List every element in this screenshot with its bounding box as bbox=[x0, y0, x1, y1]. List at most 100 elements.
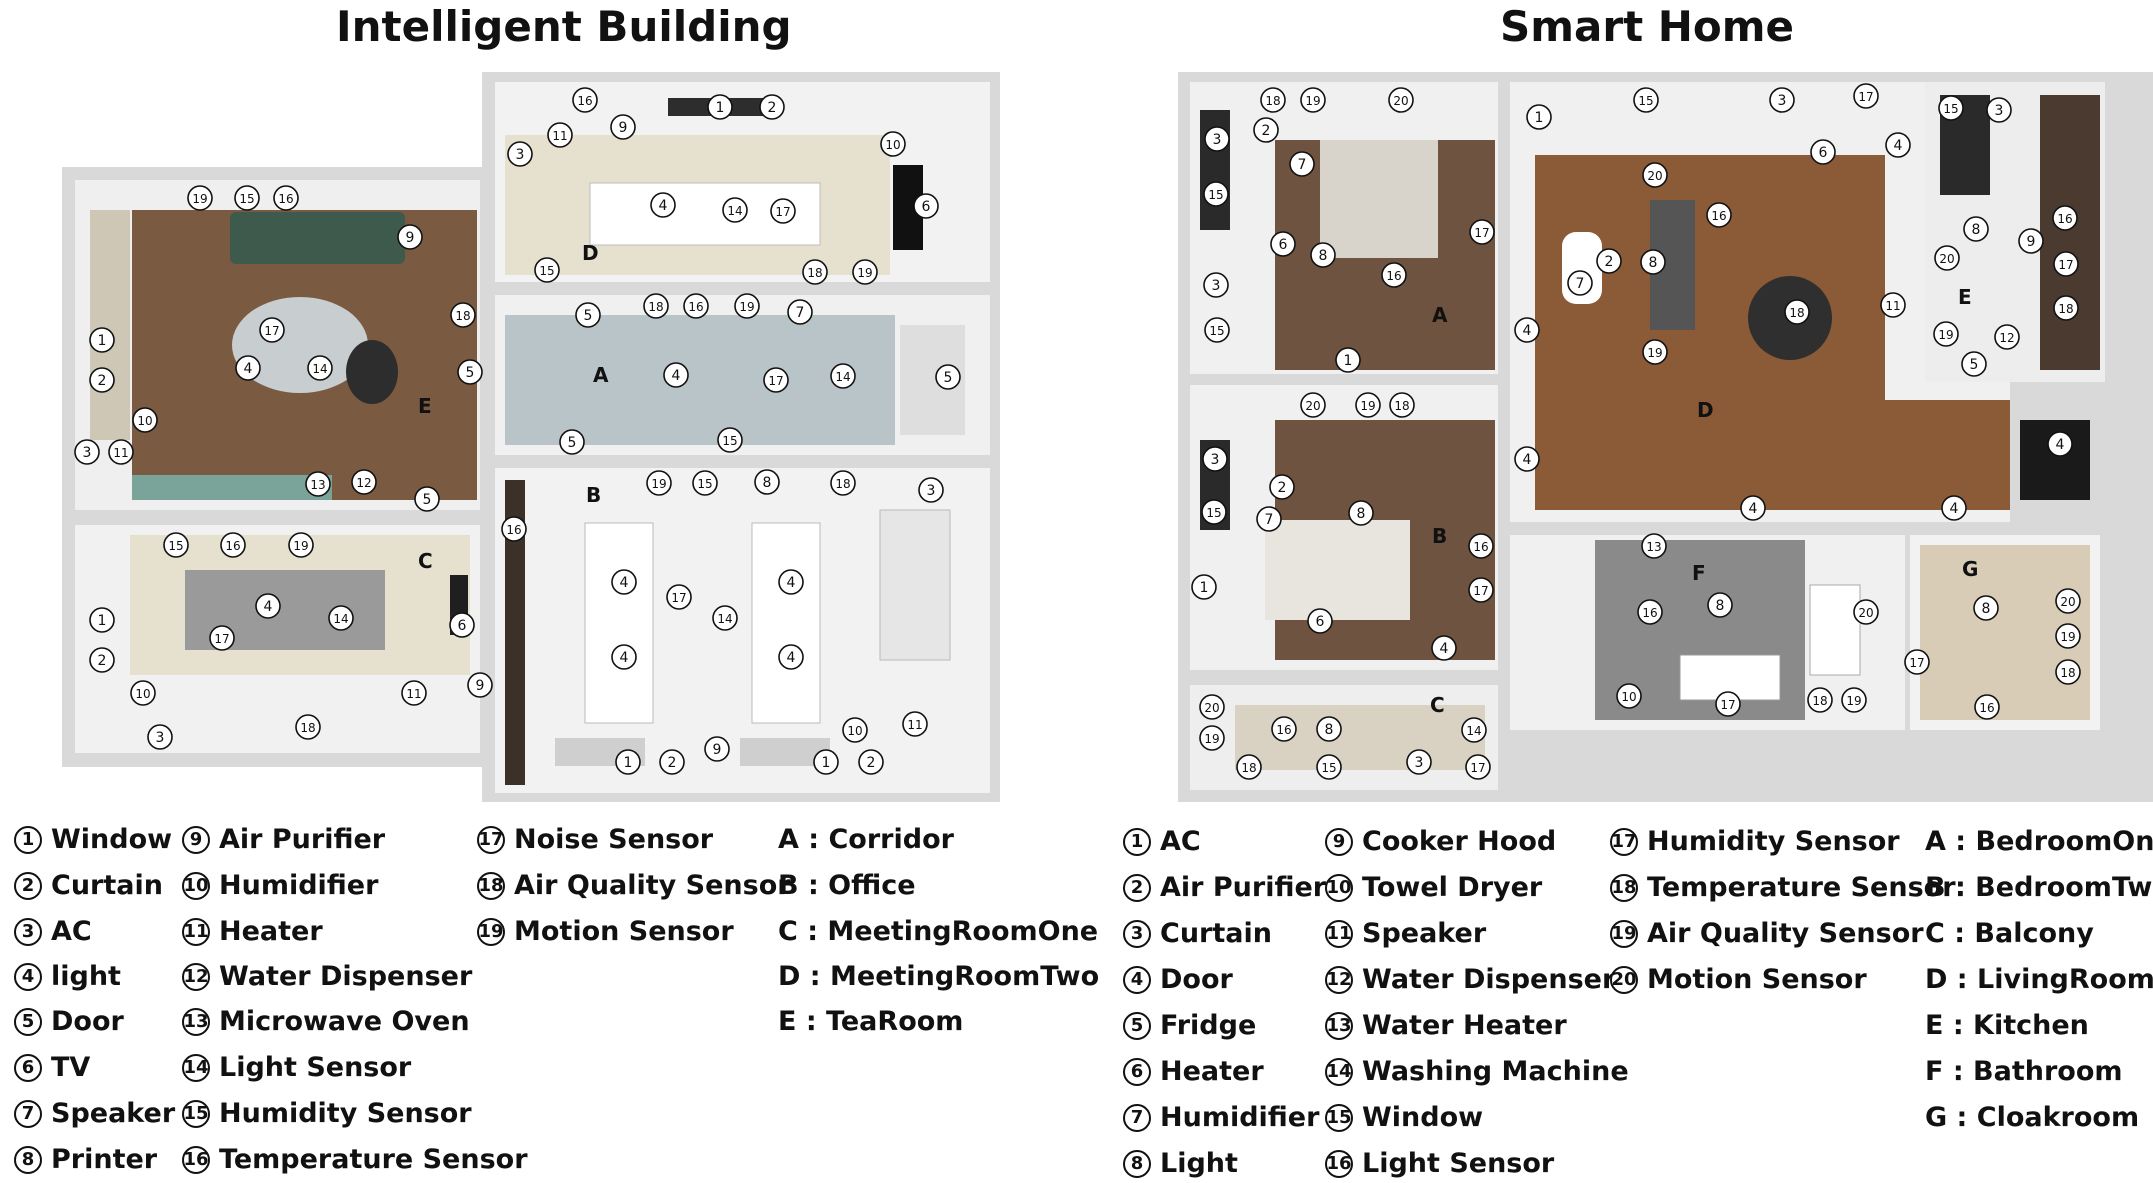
device-marker: 8 bbox=[1640, 249, 1666, 275]
device-marker-number: 3 bbox=[1778, 93, 1787, 109]
number-badge: 3 bbox=[14, 917, 42, 946]
device-marker-number: 15 bbox=[539, 264, 554, 278]
device-marker: 14 bbox=[328, 605, 354, 631]
legend-label: Motion Sensor bbox=[1647, 964, 1867, 995]
device-marker: 15 bbox=[1938, 95, 1964, 121]
legend-item: 20 Motion Sensor bbox=[1610, 964, 1867, 995]
legend-label: Towel Dryer bbox=[1362, 872, 1543, 903]
legend-label: Printer bbox=[51, 1144, 158, 1175]
device-marker-number: 18 bbox=[2060, 666, 2075, 680]
device-marker: 16 bbox=[1381, 262, 1407, 288]
device-marker-number: 8 bbox=[1972, 222, 1981, 238]
device-marker: 12 bbox=[1994, 324, 2020, 350]
device-marker: 19 bbox=[1355, 392, 1381, 418]
device-marker-number: 6 bbox=[458, 618, 467, 634]
device-marker-number: 16 bbox=[278, 192, 293, 206]
device-marker-number: 17 bbox=[2058, 258, 2073, 272]
device-marker-number: 5 bbox=[944, 370, 953, 386]
device-marker: 5 bbox=[575, 302, 601, 328]
device-marker: 3 bbox=[74, 439, 100, 465]
device-marker: 4 bbox=[2047, 431, 2073, 457]
number-badge: 13 bbox=[1325, 1011, 1353, 1040]
device-marker-number: 1 bbox=[1535, 110, 1544, 126]
device-marker: 9 bbox=[704, 736, 730, 762]
legend-label: Speaker bbox=[1362, 918, 1487, 949]
device-marker: 4 bbox=[1514, 446, 1540, 472]
device-marker: 8 bbox=[1973, 595, 1999, 621]
room-c-meetingroomone bbox=[75, 525, 480, 753]
legend-label: AC bbox=[51, 916, 92, 947]
device-marker-number: 8 bbox=[1319, 248, 1328, 264]
device-marker-number: 9 bbox=[619, 120, 628, 136]
number-badge: 6 bbox=[1123, 1057, 1151, 1086]
device-marker: 18 bbox=[1260, 87, 1286, 113]
room-letter-a: A bbox=[1432, 303, 1448, 327]
device-marker: 16 bbox=[1637, 599, 1663, 625]
room-a-corridor bbox=[495, 295, 990, 455]
legend-label: Temperature Sensor bbox=[219, 1144, 528, 1175]
device-marker-number: 15 bbox=[168, 539, 183, 553]
device-marker-number: 13 bbox=[1646, 540, 1661, 554]
device-marker: 4 bbox=[255, 593, 281, 619]
number-badge: 9 bbox=[182, 825, 210, 854]
device-marker: 11 bbox=[902, 711, 928, 737]
device-marker-number: 14 bbox=[717, 612, 732, 626]
room-b-bedroomtwo bbox=[1190, 385, 1498, 670]
device-marker: 19 bbox=[187, 185, 213, 211]
device-marker-number: 5 bbox=[1970, 357, 1979, 373]
device-marker: 15 bbox=[1316, 754, 1342, 780]
device-marker-number: 1 bbox=[624, 755, 633, 771]
room-letter-e: E bbox=[418, 394, 432, 418]
device-marker: 17 bbox=[666, 584, 692, 610]
legend-label: Humidifier bbox=[1160, 1102, 1320, 1133]
room-letter-g: G bbox=[1962, 557, 1978, 581]
device-marker-number: 2 bbox=[668, 755, 677, 771]
device-marker-number: 1 bbox=[822, 755, 831, 771]
device-marker-number: 6 bbox=[1316, 614, 1325, 630]
legend-label: Water Dispenser bbox=[1362, 964, 1616, 995]
device-marker-number: 13 bbox=[310, 478, 325, 492]
home-title: Smart Home bbox=[1500, 2, 1795, 51]
number-badge: 20 bbox=[1610, 965, 1638, 994]
device-marker-number: 1 bbox=[98, 613, 107, 629]
room-letter-b: B bbox=[1432, 524, 1447, 548]
device-marker: 1 bbox=[1191, 574, 1217, 600]
device-marker: 20 bbox=[1199, 694, 1225, 720]
device-marker-number: 4 bbox=[620, 650, 629, 666]
number-badge: 16 bbox=[182, 1145, 210, 1174]
device-marker: 3 bbox=[1204, 126, 1230, 152]
device-marker: 3 bbox=[1202, 446, 1228, 472]
device-marker-number: 18 bbox=[835, 477, 850, 491]
legend-label: Air Purifier bbox=[1160, 872, 1327, 903]
device-marker-number: 8 bbox=[1357, 506, 1366, 522]
device-marker-number: 4 bbox=[264, 599, 273, 615]
device-marker-number: 15 bbox=[1209, 324, 1224, 338]
device-marker-number: 16 bbox=[577, 94, 592, 108]
device-marker-number: 16 bbox=[506, 523, 521, 537]
building-room-letters: A B C D E bbox=[418, 241, 609, 573]
device-marker: 6 bbox=[1270, 231, 1296, 257]
number-badge: 17 bbox=[1610, 827, 1638, 856]
room-letter-c: C bbox=[418, 549, 433, 573]
device-marker: 4 bbox=[650, 192, 676, 218]
number-badge: 11 bbox=[182, 917, 210, 946]
device-marker: 20 bbox=[1300, 392, 1326, 418]
device-marker: 17 bbox=[763, 367, 789, 393]
number-badge: 2 bbox=[14, 871, 42, 900]
device-marker: 20 bbox=[1642, 162, 1668, 188]
device-marker: 15 bbox=[1633, 87, 1659, 113]
device-marker-number: 11 bbox=[552, 129, 567, 143]
device-marker: 16 bbox=[1706, 202, 1732, 228]
device-marker: 7 bbox=[787, 299, 813, 325]
device-marker: 11 bbox=[401, 680, 427, 706]
device-marker-number: 15 bbox=[1208, 188, 1223, 202]
